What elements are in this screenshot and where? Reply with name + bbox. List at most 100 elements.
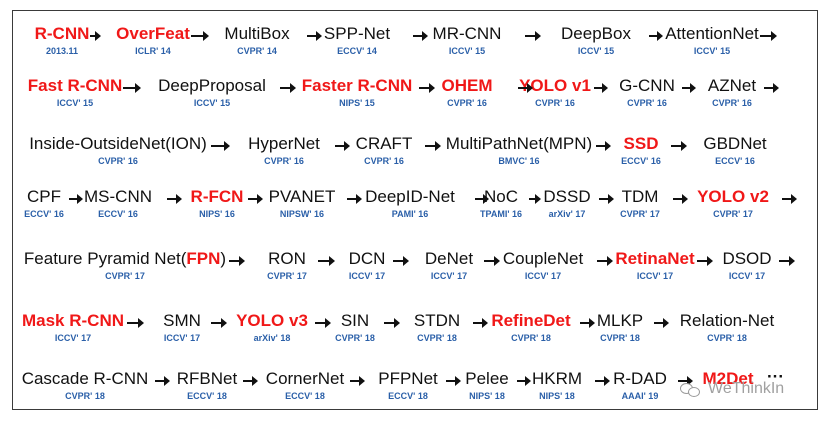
ellipsis: ···: [767, 367, 784, 386]
method-venue: CVPR' 18: [600, 333, 640, 343]
arrow-icon: [697, 256, 713, 266]
method-name: YOLO v1: [519, 76, 591, 95]
method-name: SMN: [163, 311, 201, 330]
arrow-icon: [779, 256, 795, 266]
arrow-icon: [335, 141, 350, 151]
method-name: G-CNN: [619, 76, 675, 95]
method-name: YOLO v3: [236, 311, 308, 330]
arrow-icon: [318, 256, 335, 266]
method-name-part: ): [220, 249, 227, 268]
method-venue: CVPR' 18: [335, 333, 375, 343]
arrow-icon: [167, 194, 182, 204]
arrow-icon: [446, 376, 461, 386]
arrow-icon: [419, 83, 435, 93]
method-venue: ICCV' 17: [430, 271, 468, 281]
watermark: WeThinkIn: [680, 380, 784, 398]
method-name: OverFeat: [116, 24, 190, 43]
method-venue: ICCV' 15: [193, 98, 231, 108]
method-name: Feature Pyramid Net(FPN): [24, 249, 226, 269]
method-name: RefineDet: [491, 311, 571, 330]
method-name: DCN: [348, 249, 386, 268]
method-venue: ECCV' 14: [337, 46, 377, 56]
method-node: G-CNN CVPR' 16: [619, 76, 675, 109]
arrow-icon: [347, 194, 362, 204]
method-venue: ECCV' 18: [388, 391, 428, 401]
arrow-icon: [580, 318, 595, 328]
method-venue: ICCV' 17: [728, 271, 766, 281]
arrow-icon: [678, 376, 693, 386]
method-name: Mask R-CNN: [21, 311, 125, 330]
arrow-icon: [413, 31, 428, 41]
arrow-icon: [682, 83, 696, 93]
arrow-icon: [473, 318, 488, 328]
method-venue: CVPR' 18: [511, 333, 551, 343]
method-name: SSD: [623, 134, 659, 153]
arrow-icon: [243, 376, 258, 386]
method-name: SPP-Net: [323, 24, 391, 43]
arrow-icon: [211, 318, 227, 328]
method-venue: 2013.11: [45, 46, 79, 56]
method-name: DeepBox: [561, 24, 631, 43]
arrow-icon: [155, 376, 170, 386]
method-venue: arXiv' 17: [548, 209, 586, 219]
method-name: MultiPathNet(MPN): [445, 134, 593, 153]
arrow-icon: [211, 141, 230, 151]
method-venue: NIPS' 15: [339, 98, 375, 108]
arrow-icon: [654, 318, 669, 328]
method-venue: CVPR' 16: [712, 98, 752, 108]
arrow-icon: [671, 141, 687, 151]
arrow-icon: [280, 83, 296, 93]
method-name: RetinaNet: [615, 249, 695, 268]
method-venue: ICCV' 17: [636, 271, 674, 281]
method-name: OHEM: [441, 76, 493, 95]
method-name: PFPNet: [378, 369, 438, 388]
method-venue: CVPR' 17: [713, 209, 753, 219]
method-name-part: Feature Pyramid Net(: [23, 249, 187, 268]
method-venue: ECCV' 16: [621, 156, 661, 166]
method-venue: ICCV' 15: [448, 46, 486, 56]
method-venue: CVPR' 16: [98, 156, 138, 166]
arrow-icon: [760, 31, 777, 41]
method-venue: BMVC' 16: [498, 156, 540, 166]
method-name: R-FCN: [190, 187, 244, 206]
arrow-icon: [782, 194, 797, 204]
method-name: NoC: [483, 187, 519, 206]
method-venue: ICCV' 17: [524, 271, 562, 281]
method-venue: ECCV' 16: [24, 209, 64, 219]
method-venue: ECCV' 18: [187, 391, 227, 401]
arrow-icon: [673, 194, 688, 204]
arrow-icon: [595, 376, 610, 386]
arrow-icon: [350, 376, 365, 386]
method-name: Fast R-CNN: [27, 76, 123, 95]
method-venue: CVPR' 16: [364, 156, 404, 166]
arrow-icon: [69, 194, 83, 204]
method-venue: arXiv' 18: [253, 333, 291, 343]
method-node: M2Det: [702, 369, 753, 390]
method-name: CornerNet: [265, 369, 345, 388]
method-venue: CVPR' 17: [267, 271, 307, 281]
method-name: MS-CNN: [84, 187, 152, 206]
method-name: RON: [268, 249, 306, 268]
arrow-icon: [307, 31, 322, 41]
method-venue: CVPR' 16: [627, 98, 667, 108]
method-name: DSOD: [722, 249, 772, 268]
wechat-icon: [680, 381, 702, 397]
